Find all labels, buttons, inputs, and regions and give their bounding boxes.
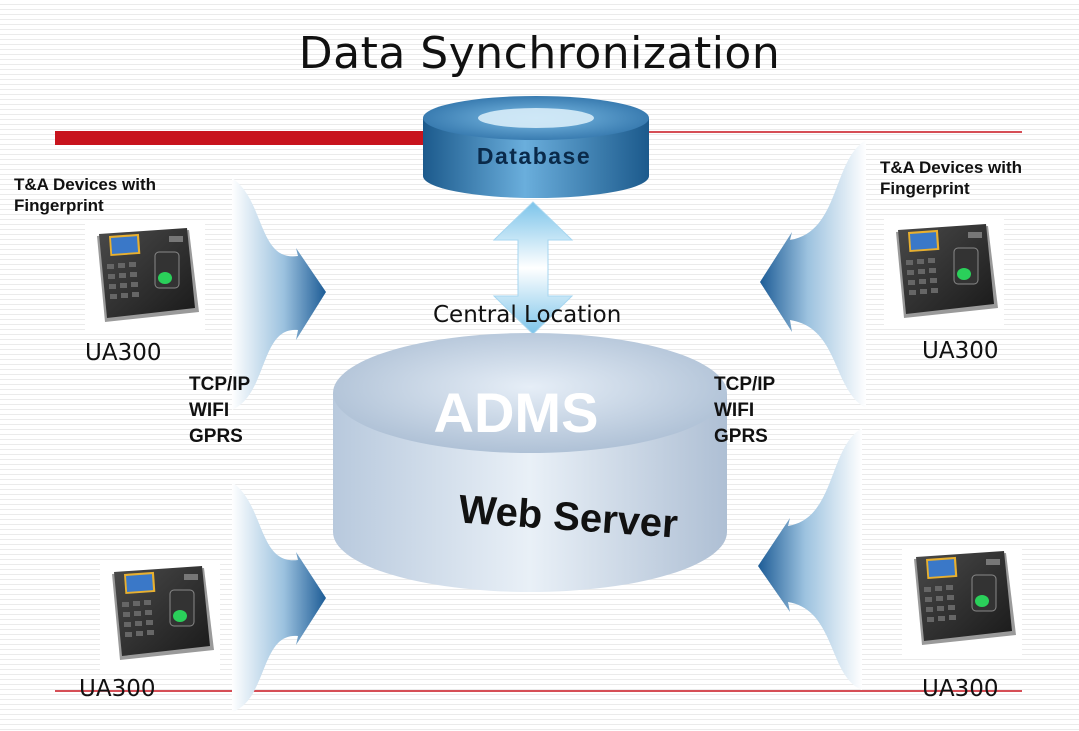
right-top-arrow — [760, 140, 866, 408]
web-server-cylinder — [333, 333, 727, 592]
device-model-top-left: UA300 — [85, 340, 162, 366]
device-caption-top-left: T&A Devices with Fingerprint — [14, 175, 157, 215]
device-model-bottom-right: UA300 — [922, 676, 999, 702]
device-image-bottom-left — [99, 559, 221, 671]
protocol-list-right: TCP/IP WIFI GPRS — [714, 372, 775, 450]
protocol-item: GPRS — [189, 426, 243, 447]
protocol-list-left: TCP/IP WIFI GPRS — [189, 372, 250, 450]
device-image-top-right — [883, 217, 1005, 329]
right-bottom-arrow — [758, 428, 862, 690]
protocol-item: TCP/IP — [189, 374, 251, 395]
protocol-item: WIFI — [189, 400, 230, 421]
database-label: Database — [477, 143, 591, 169]
protocol-item: WIFI — [714, 400, 755, 421]
protocol-item: GPRS — [714, 426, 768, 447]
device-model-bottom-left: UA300 — [79, 676, 156, 702]
page-title: Data Synchronization — [298, 28, 781, 79]
adms-label: ADMS — [434, 381, 599, 444]
red-accent-bar — [55, 131, 435, 145]
database-cylinder — [423, 96, 649, 198]
protocol-item: TCP/IP — [714, 374, 776, 395]
device-model-top-right: UA300 — [922, 338, 999, 364]
device-image-top-left — [84, 221, 206, 333]
left-top-arrow — [232, 178, 326, 410]
device-image-bottom-right — [901, 544, 1023, 656]
central-location-label: Central Location — [433, 302, 622, 328]
left-bottom-arrow — [232, 482, 326, 712]
device-caption-top-right: T&A Devices with Fingerprint — [880, 158, 1023, 198]
